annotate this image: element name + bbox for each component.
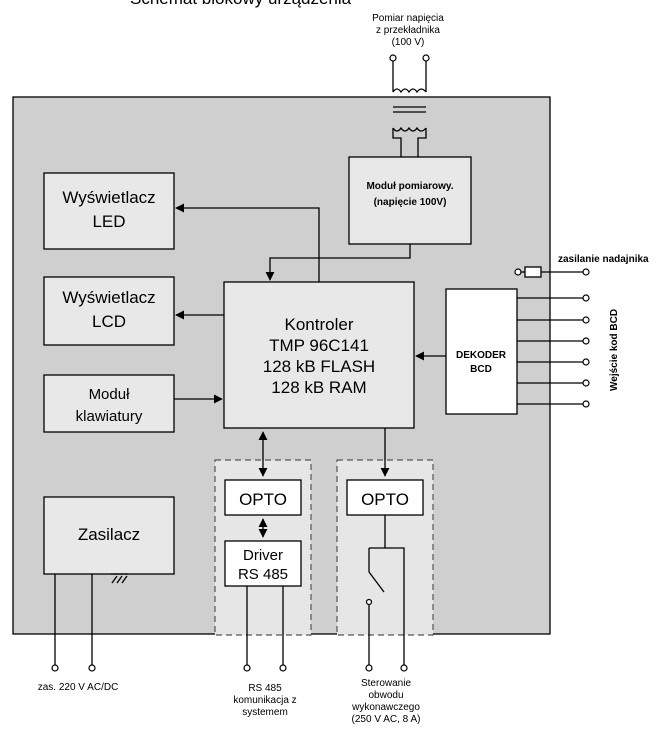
opto-right-label: OPTO <box>361 490 409 509</box>
svg-text:z przekładnika: z przekładnika <box>376 25 440 36</box>
led-display-line1: Wyświetlacz <box>62 188 155 207</box>
ground-symbol-icon <box>51 573 128 672</box>
bcd-decoder-line1: DEKODER <box>456 350 507 361</box>
opto-right-box <box>346 479 424 516</box>
svg-text:RS 485: RS 485 <box>248 683 282 694</box>
transformer-icon <box>389 54 430 157</box>
signal-arrows <box>174 203 446 404</box>
relay-output-terminals <box>365 664 408 672</box>
controller-line3: 128 kB FLASH <box>263 357 375 376</box>
led-display-line2: LED <box>92 212 125 231</box>
opto-left-box <box>224 479 302 516</box>
keyboard-module-line1: Moduł <box>89 386 131 403</box>
top-clipped-title: Schemat blokowy urządzenia <box>130 0 352 8</box>
keyboard-module-line2: klawiatury <box>76 408 143 425</box>
svg-text:wykonawczego: wykonawczego <box>351 702 420 713</box>
opto-left-label: OPTO <box>239 490 287 509</box>
lcd-display-line2: LCD <box>92 312 126 331</box>
svg-text:Schemat blokowy urządzenia: Schemat blokowy urządzenia <box>130 0 352 8</box>
bidirectional-arrows <box>258 428 390 538</box>
driver-rs485-box <box>224 540 302 587</box>
controller-line2: TMP 96C141 <box>269 336 369 355</box>
lcd-display-line1: Wyświetlacz <box>62 288 155 307</box>
rs485-caption: RS 485 komunikacja z systemem <box>233 683 296 718</box>
power-supply-label: Zasilacz <box>78 525 140 544</box>
measurement-module-line2: (napięcie 100V) <box>374 197 447 208</box>
led-display-box <box>43 172 175 250</box>
lcd-display-box <box>43 276 175 346</box>
controller-line4: 128 kB RAM <box>271 378 366 397</box>
bcd-input-lines <box>517 294 590 408</box>
transmitter-power-line <box>514 266 590 278</box>
power-supply-box <box>43 496 175 575</box>
measurement-module-line1: Moduł pomiarowy. <box>366 181 453 192</box>
transmitter-power-label: zasilanie nadajnika <box>558 254 649 265</box>
relay-switch-icon <box>365 515 405 665</box>
driver-line2: RS 485 <box>238 566 288 583</box>
driver-line1: Driver <box>243 547 283 564</box>
svg-text:komunikacja z: komunikacja z <box>233 695 296 706</box>
bcd-decoder-line2: BCD <box>470 364 492 375</box>
control-caption: Sterowanie obwodu wykonawczego (250 V AC… <box>351 678 420 725</box>
svg-text:Sterowanie: Sterowanie <box>361 678 411 689</box>
svg-text:(250 V AC, 8 A): (250 V AC, 8 A) <box>352 714 421 725</box>
svg-text:(100 V): (100 V) <box>392 37 425 48</box>
measurement-module-box <box>348 156 472 245</box>
svg-text:systemem: systemem <box>242 707 288 718</box>
power-caption: zas. 220 V AC/DC <box>38 682 119 693</box>
svg-text:Pomiar napięcia: Pomiar napięcia <box>372 13 444 24</box>
svg-text:obwodu: obwodu <box>368 690 403 701</box>
bcd-decoder-box <box>445 288 518 415</box>
controller-line1: Kontroler <box>285 315 354 334</box>
measurement-input-label: Pomiar napięcia z przekładnika (100 V) <box>372 13 444 48</box>
bcd-input-label: Wejście kod BCD <box>609 309 620 391</box>
rs485-output-wires <box>243 586 287 672</box>
keyboard-module-box <box>43 374 175 433</box>
controller-box <box>223 281 415 429</box>
